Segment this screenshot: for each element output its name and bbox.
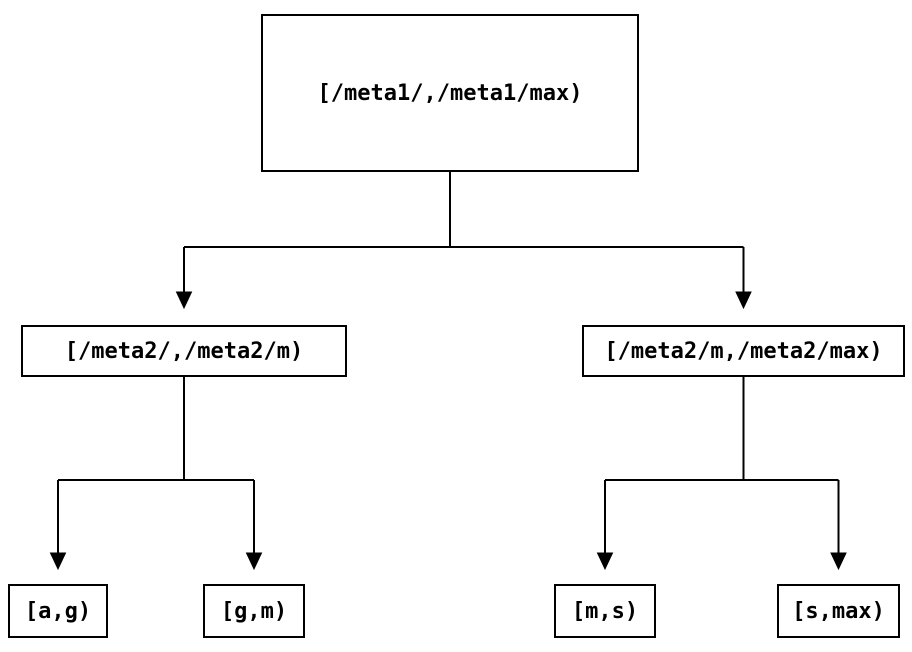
node-leaf-smax-label: [s,max) bbox=[792, 598, 885, 624]
node-leaf-smax: [s,max) bbox=[777, 584, 900, 638]
node-meta2-left-label: [/meta2/,/meta2/m) bbox=[64, 338, 304, 364]
node-leaf-ms: [m,s) bbox=[554, 584, 656, 638]
arrowhead-down-icon bbox=[175, 291, 193, 310]
node-root: [/meta1/,/meta1/max) bbox=[261, 14, 639, 172]
node-leaf-gm: [g,m) bbox=[203, 584, 305, 638]
node-leaf-ag: [a,g) bbox=[8, 584, 108, 638]
node-meta2-right-label: [/meta2/m,/meta2/max) bbox=[604, 338, 883, 364]
node-leaf-gm-label: [g,m) bbox=[220, 598, 288, 624]
arrowhead-down-icon bbox=[735, 291, 752, 310]
arrowhead-down-icon bbox=[830, 552, 847, 571]
node-leaf-ms-label: [m,s) bbox=[571, 598, 639, 624]
node-leaf-ag-label: [a,g) bbox=[24, 598, 92, 624]
node-meta2-left: [/meta2/,/meta2/m) bbox=[21, 325, 347, 377]
node-root-label: [/meta1/,/meta1/max) bbox=[317, 80, 583, 106]
node-meta2-right: [/meta2/m,/meta2/max) bbox=[582, 325, 905, 377]
arrowhead-down-icon bbox=[596, 552, 614, 571]
arrowhead-down-icon bbox=[245, 552, 263, 571]
arrowhead-down-icon bbox=[49, 552, 67, 571]
